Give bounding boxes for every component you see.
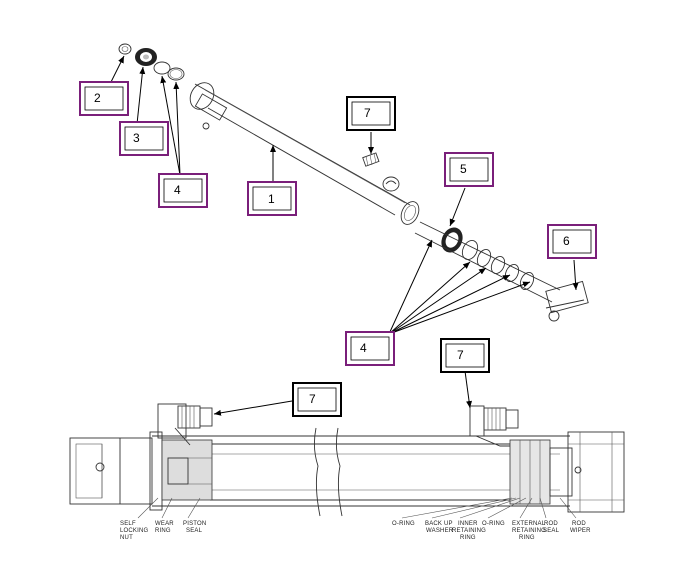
label-line: O-RING (392, 521, 415, 527)
label-line: RETAINING (512, 528, 546, 534)
label-inner-retaining-ring: INNER RETAINING RING (452, 521, 486, 541)
callout-number: 5 (460, 162, 467, 176)
callout-number: 6 (563, 234, 570, 248)
label-line: INNER (458, 521, 478, 527)
label-line: RING (519, 535, 535, 541)
label-line: LOCKING (120, 528, 149, 534)
seal-rings-part (153, 61, 185, 81)
label-line: WASHER (426, 528, 454, 534)
callout-2[interactable]: 2 (79, 81, 129, 116)
callout-number: 7 (457, 348, 464, 362)
label-o-ring-2: O-RING (482, 521, 505, 527)
label-line: WIPER (570, 528, 591, 534)
callout-7-section-right[interactable]: 7 (440, 338, 490, 373)
label-line: ROD (572, 521, 586, 527)
label-external-retaining-ring: EXTERNAL RETAINING RING (512, 521, 546, 541)
callout-number: 7 (309, 392, 316, 406)
label-line: EXTERNAL (512, 521, 546, 527)
callout-1[interactable]: 1 (247, 181, 297, 216)
label-line: RING (460, 535, 476, 541)
section-view: SELF LOCKING NUT WEAR RING PISTON SEAL O… (69, 403, 625, 541)
label-line: NUT (120, 535, 133, 541)
rod-gland-assembly (414, 221, 589, 322)
cylinder-barrel (189, 82, 420, 225)
callout-7-top[interactable]: 7 (346, 96, 396, 131)
label-line: RETAINING (452, 528, 486, 534)
label-rod-seal: ROD SEAL (543, 521, 560, 534)
callout-number: 4 (360, 341, 367, 355)
label-rod-wiper: ROD WIPER (570, 521, 591, 534)
label-line: SEAL (543, 528, 560, 534)
label-wear-ring: WEAR RING (155, 521, 174, 534)
callout-4-top[interactable]: 4 (158, 173, 208, 208)
callout-3[interactable]: 3 (119, 121, 169, 156)
callout-number: 2 (94, 91, 101, 105)
piston-part (135, 48, 157, 66)
callout-number: 3 (133, 131, 140, 145)
callout-4-bottom[interactable]: 4 (345, 331, 395, 366)
callout-5[interactable]: 5 (444, 152, 494, 187)
port-fitting-top (362, 152, 380, 167)
label-line: ROD (544, 521, 558, 527)
label-self-locking-nut: SELF LOCKING NUT (120, 521, 149, 541)
exploded-view (118, 43, 589, 322)
label-o-ring-1: O-RING (392, 521, 415, 527)
label-line: BACK UP (425, 521, 453, 527)
label-piston-seal: PISTON SEAL (183, 521, 206, 534)
callout-number: 4 (174, 183, 181, 197)
self-locking-nut-part (118, 43, 132, 55)
label-line: O-RING (482, 521, 505, 527)
callout-6[interactable]: 6 (547, 224, 597, 259)
label-line: RING (155, 528, 171, 534)
callout-7-section-left[interactable]: 7 (292, 382, 342, 417)
callout-arrows (109, 55, 579, 416)
callout-number: 1 (268, 192, 275, 206)
label-back-up-washer: BACK UP WASHER (425, 521, 454, 534)
label-line: SELF (120, 521, 136, 527)
label-line: SEAL (186, 528, 203, 534)
label-line: WEAR (155, 521, 174, 527)
callout-number: 7 (364, 106, 371, 120)
label-line: PISTON (183, 521, 206, 527)
